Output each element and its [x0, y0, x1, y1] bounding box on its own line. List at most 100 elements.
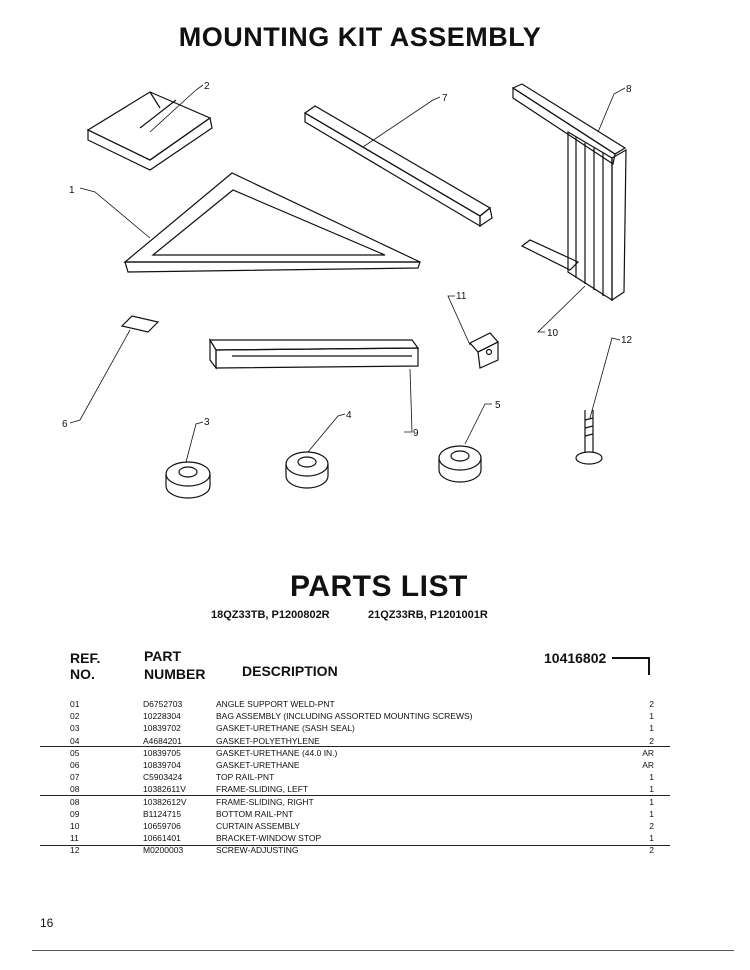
description-cell: FRAME-SLIDING, LEFT [216, 784, 309, 794]
description-cell: GASKET-URETHANE (SASH SEAL) [216, 723, 355, 733]
footer-rule [32, 950, 734, 951]
part-number-cell: 10659706 [143, 821, 181, 831]
table-row: 07 C5903424 TOP RAIL-PNT 1 [0, 771, 700, 783]
description-cell: BOTTOM RAIL-PNT [216, 809, 294, 819]
angle-support-drawing [123, 172, 421, 273]
ref-cell: 09 [70, 809, 80, 819]
part-number-cell: 10382612V [143, 797, 187, 807]
part-number-cell: C5903424 [143, 772, 183, 782]
top-rail-drawing [303, 105, 493, 228]
table-row: 03 10839702 GASKET-URETHANE (SASH SEAL) 1 [0, 722, 700, 734]
part-number-cell: A4684201 [143, 736, 182, 746]
ref-cell: 05 [70, 748, 80, 758]
table-row: 10 10659706 CURTAIN ASSEMBLY 2 [0, 820, 700, 832]
diagram-label-6: 6 [62, 419, 68, 430]
description-cell: BRACKET-WINDOW STOP [216, 833, 322, 843]
exploded-parts-diagram: 2 1 7 8 11 10 12 6 9 3 4 5 [62, 81, 633, 499]
qty-cell: AR [642, 760, 654, 770]
document-number-bracket [612, 657, 650, 675]
bracket-drawing [469, 332, 499, 369]
diagram-label-10: 10 [547, 328, 559, 339]
qty-cell: 1 [649, 784, 654, 794]
ref-cell: 10 [70, 821, 80, 831]
description-cell: BAG ASSEMBLY (INCLUDING ASSORTED MOUNTIN… [216, 711, 473, 721]
adjusting-screw-drawing [575, 410, 603, 465]
table-row: 08 10382612V FRAME-SLIDING, RIGHT 1 [0, 796, 700, 808]
qty-cell: AR [642, 748, 654, 758]
part-number-cell: 10839702 [143, 723, 181, 733]
diagram-label-4: 4 [346, 410, 352, 421]
qty-cell: 1 [649, 711, 654, 721]
description-cell: SCREW-ADJUSTING [216, 845, 299, 855]
table-row: 09 B1124715 BOTTOM RAIL-PNT 1 [0, 808, 700, 820]
qty-cell: 1 [649, 772, 654, 782]
diagram-label-2: 2 [204, 81, 210, 92]
ref-cell: 02 [70, 711, 80, 721]
ref-cell: 08 [70, 797, 80, 807]
qty-cell: 2 [649, 821, 654, 831]
part-number-cell: 10661401 [143, 833, 181, 843]
ref-cell: 07 [70, 772, 80, 782]
description-cell: GASKET-URETHANE (44.0 IN.) [216, 748, 338, 758]
part-header-line2: NUMBER [144, 666, 206, 682]
part-number-cell: 10839704 [143, 760, 181, 770]
description-cell: GASKET-URETHANE [216, 760, 300, 770]
table-divider [40, 795, 670, 796]
ref-cell: 06 [70, 760, 80, 770]
bag-assembly-drawing [86, 91, 213, 171]
ref-cell: 04 [70, 736, 80, 746]
parts-list-title: PARTS LIST [290, 570, 468, 603]
description-cell: GASKET-POLYETHYLENE [216, 736, 320, 746]
part-header-line1: PART [144, 648, 182, 664]
part-number-cell: 10228304 [143, 711, 181, 721]
table-divider [40, 746, 670, 747]
table-row: 06 10839704 GASKET-URETHANE AR [0, 759, 700, 771]
qty-cell: 1 [649, 809, 654, 819]
ref-cell: 11 [70, 833, 79, 843]
document-number: 10416802 [544, 650, 607, 666]
bottom-rail-drawing [208, 337, 420, 370]
table-row: 05 10839705 GASKET-URETHANE (44.0 IN.) AR [0, 747, 700, 759]
description-cell: TOP RAIL-PNT [216, 772, 275, 782]
qty-cell: 1 [649, 723, 654, 733]
model-number-2: 21QZ33RB, P1201001R [368, 609, 488, 621]
table-row: 01 D6752703 ANGLE SUPPORT WELD-PNT 2 [0, 698, 700, 710]
ref-cell: 01 [70, 699, 80, 709]
description-header: DESCRIPTION [242, 663, 338, 679]
diagram-label-7: 7 [442, 93, 448, 104]
description-cell: ANGLE SUPPORT WELD-PNT [216, 699, 335, 709]
page-number: 16 [40, 916, 54, 930]
diagram-label-9: 9 [413, 428, 419, 439]
part-number-cell: D6752703 [143, 699, 183, 709]
description-cell: CURTAIN ASSEMBLY [216, 821, 301, 831]
part-number-cell: 10382611V [143, 784, 186, 794]
ref-header-line2: NO. [70, 666, 95, 682]
ref-cell: 03 [70, 723, 80, 733]
leader-lines [69, 84, 626, 463]
gasket-roll-4-drawing [285, 451, 329, 489]
table-row: 02 10228304 BAG ASSEMBLY (INCLUDING ASSORT… [0, 710, 700, 722]
ref-header-line1: REF. [70, 650, 101, 666]
gasket-roll-5-drawing [438, 445, 482, 483]
sliding-frame-drawing [511, 83, 627, 302]
diagram-label-11: 11 [456, 291, 467, 302]
part-number-cell: 10839705 [143, 748, 181, 758]
model-number-1: 18QZ33TB, P1200802R [211, 609, 330, 621]
diagram-label-1: 1 [69, 185, 75, 196]
qty-cell: 2 [649, 736, 654, 746]
ref-cell: 12 [70, 845, 80, 855]
qty-cell: 2 [649, 845, 654, 855]
qty-cell: 2 [649, 699, 654, 709]
diagram-label-3: 3 [204, 417, 210, 428]
qty-cell: 1 [649, 833, 654, 843]
page-title: MOUNTING KIT ASSEMBLY [178, 22, 542, 52]
diagram-label-5: 5 [495, 400, 501, 411]
table-row: 04 A4684201 GASKET-POLYETHYLENE 2 [0, 735, 700, 747]
description-cell: FRAME-SLIDING, RIGHT [216, 797, 314, 807]
part-number-cell: B1124715 [143, 809, 182, 819]
table-row: 11 10661401 BRACKET-WINDOW STOP 1 [0, 832, 700, 844]
table-divider [40, 845, 670, 846]
qty-cell: 1 [649, 797, 654, 807]
